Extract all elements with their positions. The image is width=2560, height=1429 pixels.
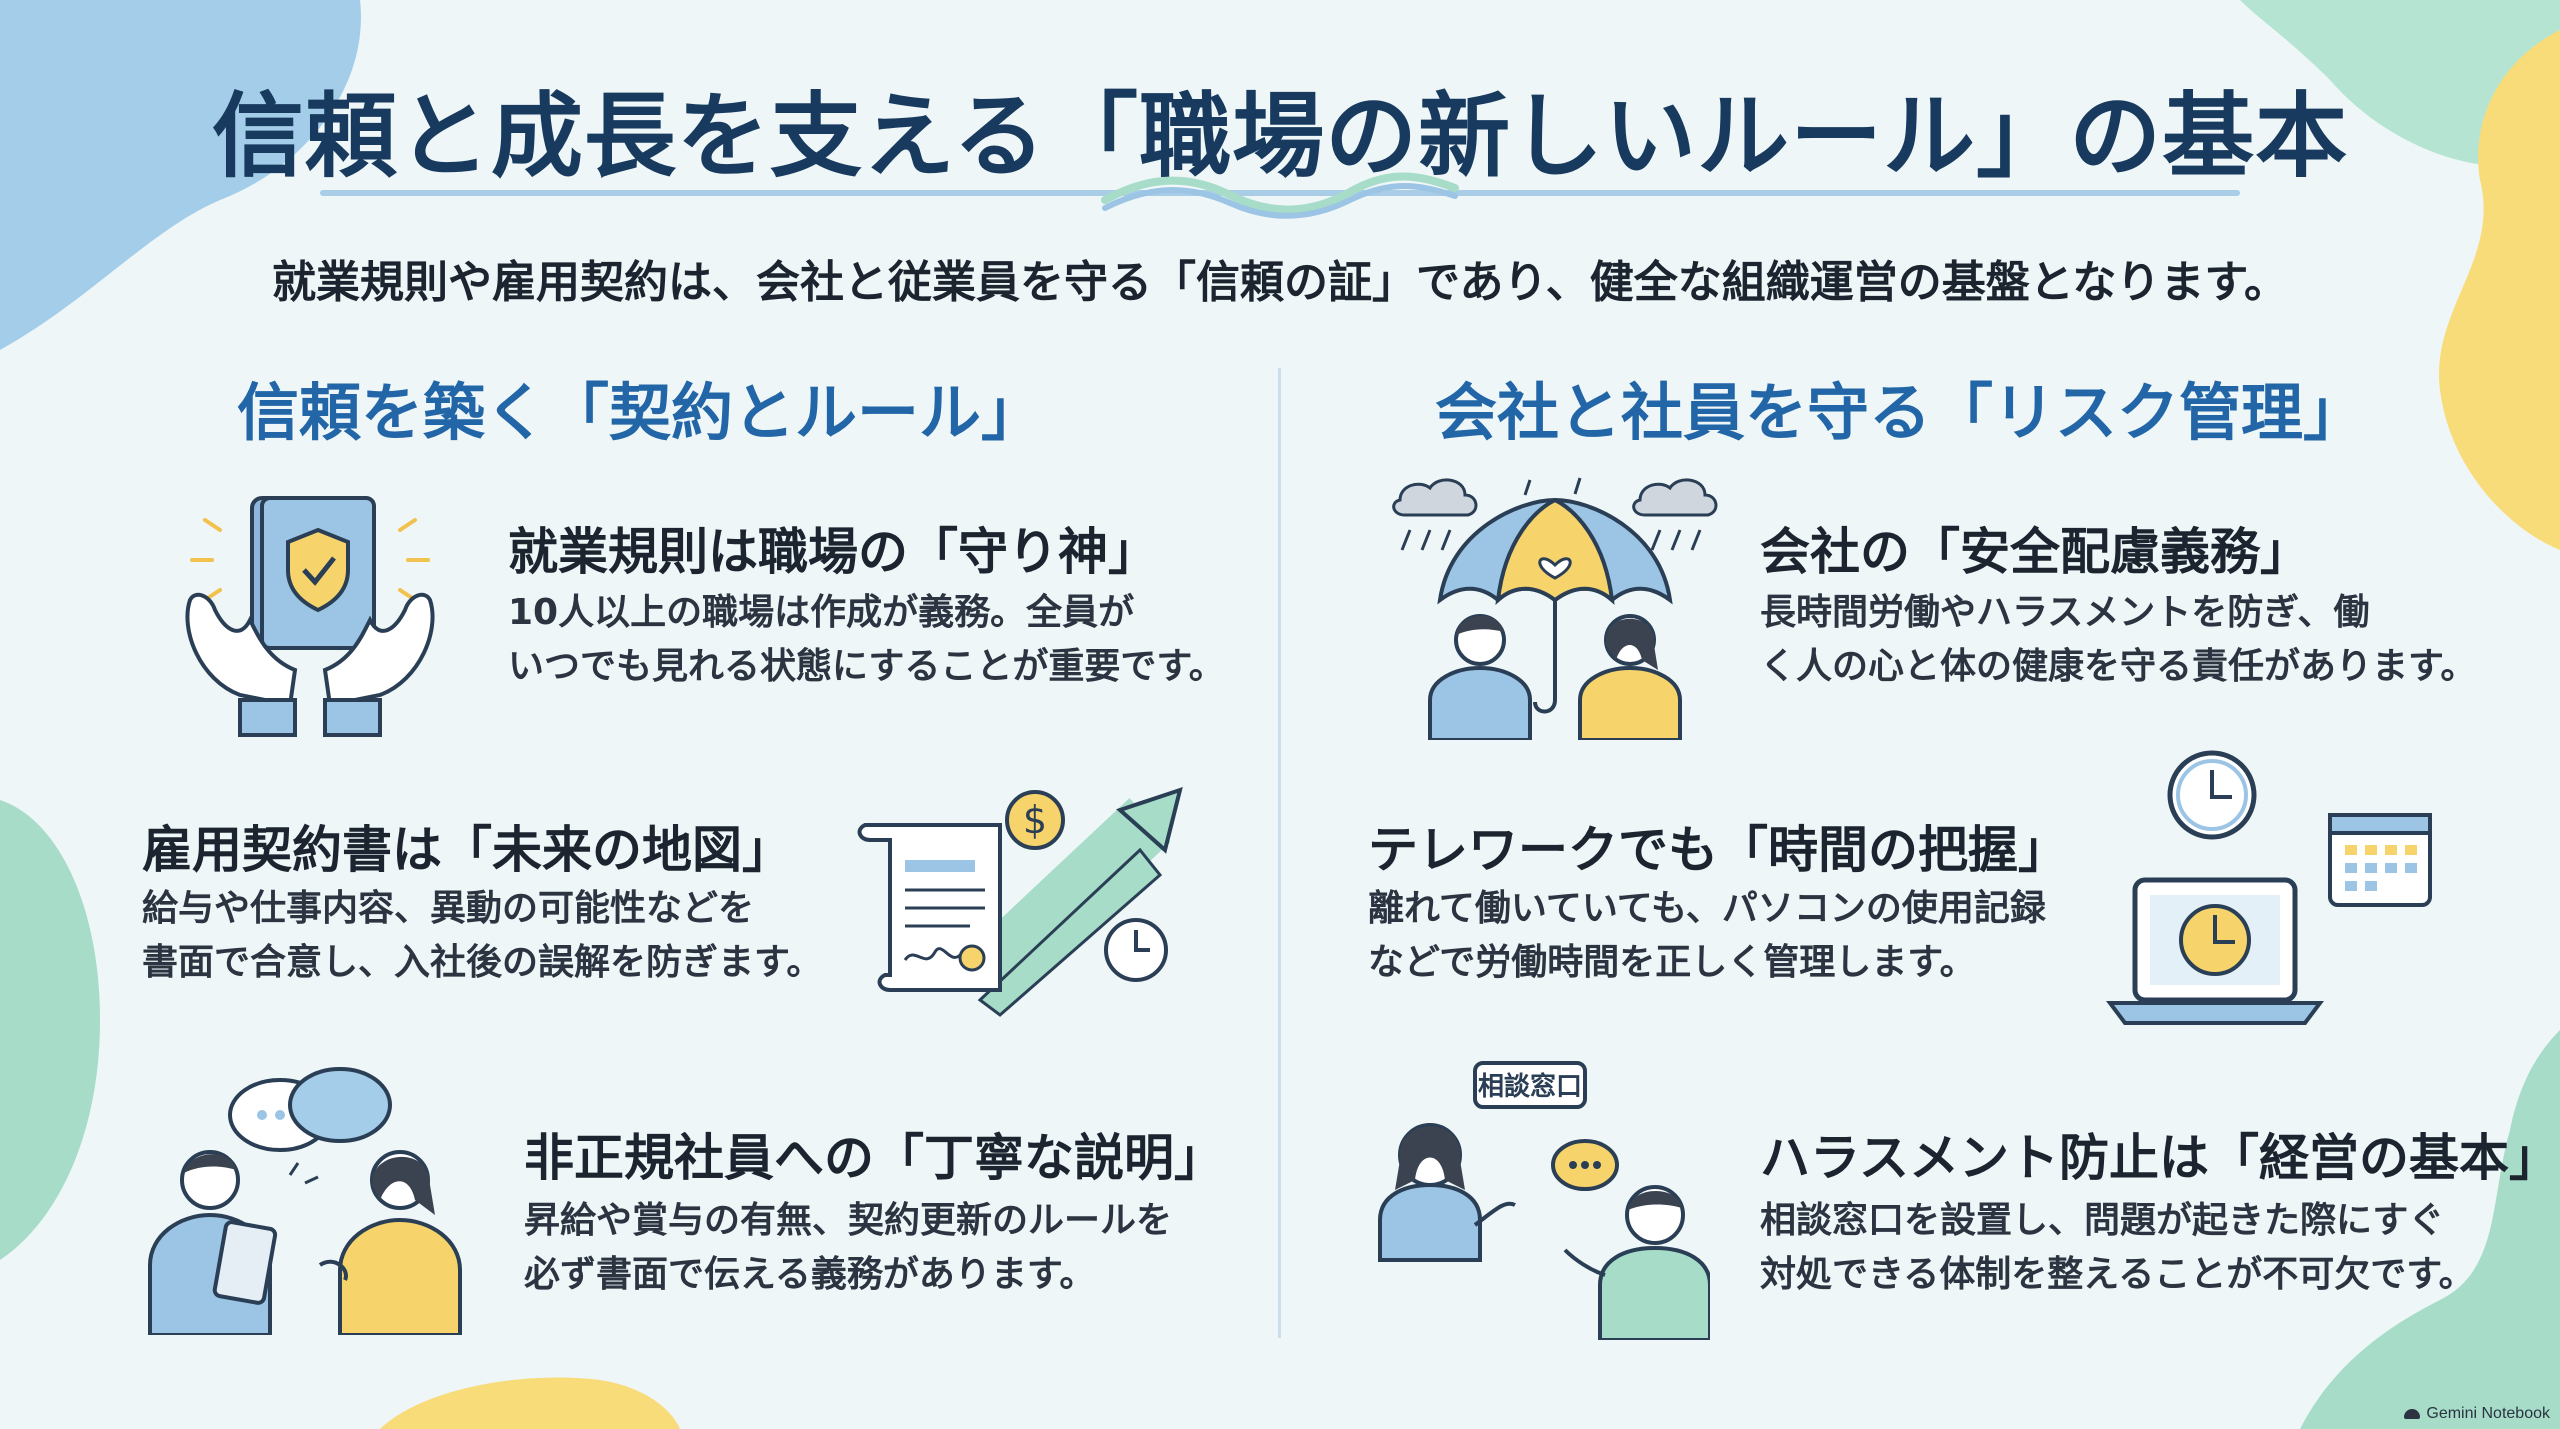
- blob-top-right-green: [2240, 0, 2560, 166]
- blob-bottom-yellow: [380, 1377, 680, 1429]
- blob-right-yellow: [2439, 30, 2560, 550]
- umbrella-icon: [1392, 477, 1718, 740]
- blob-left-green: [0, 800, 100, 1260]
- item-body-harassment: 相談窓口を設置し、問題が起きた際にすぐ 対処できる体制を整えることが不可欠です。: [1760, 1200, 2475, 1295]
- left-column-heading: 信頼を築く「契約とルール」: [236, 376, 1043, 449]
- blob-bottom-right-green: [2300, 1030, 2560, 1429]
- item-title-telework: テレワークでも「時間の把握」: [1368, 821, 2068, 879]
- item-body-telework: 離れて働いていても、パソコンの使用記録 などで労働時間を正しく管理します。: [1368, 888, 2046, 983]
- item-body-safety-duty: 長時間労働やハラスメントを防ぎ、働 く人の心と体の健康を守る責任があります。: [1760, 592, 2477, 687]
- contract-arrow-icon: $: [857, 786, 1183, 1017]
- item-title-nonregular: 非正規社員への「丁寧な説明」: [524, 1129, 1224, 1187]
- column-divider: [1278, 368, 1281, 1338]
- laptop-clock-icon: [2106, 750, 2432, 1025]
- item-title-work-rules: 就業規則は職場の「守り神」: [508, 523, 1158, 581]
- item-body-work-rules: 10人以上の職場は作成が義務。全員が いつでも見れる状態にすることが重要です。: [508, 592, 1225, 687]
- wave-ornament: [1101, 172, 1459, 219]
- item-body-contract: 給与や仕事内容、異動の可能性などを 書面で合意し、入社後の誤解を防ぎます。: [142, 888, 823, 983]
- conversation-icon: [148, 1067, 462, 1335]
- rulebook-hands-icon: [185, 496, 435, 737]
- consultation-desk-icon: 相談窓口: [1378, 1061, 1710, 1340]
- item-title-safety-duty: 会社の「安全配慮義務」: [1760, 523, 2310, 581]
- brand-watermark: Gemini Notebook: [2404, 1405, 2550, 1423]
- title-underline: [320, 190, 2240, 196]
- page-title: 信頼と成長を支える「職場の新しいルール」の基本: [211, 83, 2349, 190]
- item-title-contract: 雇用契約書は「未来の地図」: [142, 821, 792, 879]
- svg-text:$: $: [1023, 798, 1047, 842]
- subtitle: 就業規則や雇用契約は、会社と従業員を守る「信頼の証」であり、健全な組織運営の基盤…: [271, 257, 2289, 308]
- item-body-nonregular: 昇給や賞与の有無、契約更新のルールを 必ず書面で伝える義務があります。: [524, 1200, 1173, 1295]
- gemini-logo-icon: [2404, 1409, 2421, 1419]
- item-title-harassment: ハラスメント防止は「経営の基本」: [1760, 1129, 2559, 1187]
- right-column-heading: 会社と社員を守る「リスク管理」: [1434, 376, 2365, 449]
- consultation-sign-label: 相談窓口: [1478, 1071, 1582, 1102]
- brand-label: Gemini Notebook: [2426, 1405, 2550, 1422]
- blob-top-left: [0, 0, 361, 350]
